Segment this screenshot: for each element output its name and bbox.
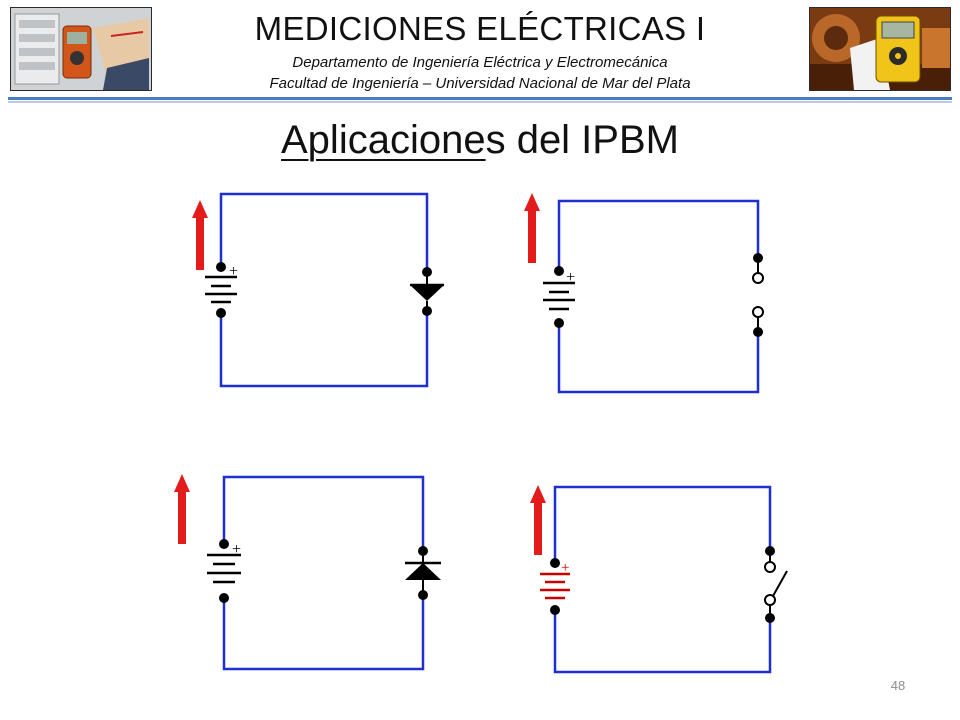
- battery-plus-sign: +: [229, 263, 238, 280]
- current-arrow: [174, 474, 190, 544]
- slide-title-rest: s del IPBM: [485, 118, 679, 162]
- header-divider: [8, 97, 952, 100]
- diode-symbol: [410, 267, 444, 316]
- current-arrow: [530, 485, 546, 555]
- battery-symbol: [543, 266, 575, 328]
- battery-symbol: [205, 262, 237, 318]
- circuit-bottom-right: +: [530, 485, 788, 674]
- battery-plus-sign: +: [561, 560, 569, 576]
- battery-symbol: [207, 539, 241, 603]
- circuit-wire: [557, 199, 760, 394]
- battery-symbol-red: [540, 558, 570, 615]
- diode-symbol: [405, 546, 441, 600]
- circuit-top-left: +: [192, 192, 444, 388]
- header-divider-light: [8, 101, 952, 103]
- circuit-wire: [219, 192, 429, 388]
- circuit-wire: [553, 485, 772, 674]
- page-number: 48: [890, 678, 906, 693]
- slide-header: MEDICIONES ELÉCTRICAS I Departamento de …: [0, 0, 960, 104]
- circuit-wire: [222, 475, 425, 671]
- circuit-top-right: +: [524, 193, 764, 394]
- battery-plus-sign: +: [566, 269, 575, 286]
- slide-title: Aplicaciones del IPBM: [0, 118, 960, 163]
- open-terminals-symbol: [752, 253, 764, 337]
- course-title: MEDICIONES ELÉCTRICAS I: [254, 10, 706, 47]
- open-switch-symbol: [764, 546, 788, 623]
- current-arrow: [192, 200, 208, 270]
- multimeter-photo-right: [809, 7, 951, 91]
- current-arrow: [524, 193, 540, 263]
- multimeter-photo-left: [10, 7, 152, 91]
- department-subtitle: Departamento de Ingeniería Eléctrica y E…: [292, 54, 668, 71]
- slide-title-underlined: Aplicacione: [281, 118, 486, 162]
- faculty-subtitle: Facultad de Ingeniería – Universidad Nac…: [269, 75, 691, 92]
- battery-plus-sign: +: [232, 541, 241, 558]
- circuit-bottom-left: +: [174, 474, 441, 671]
